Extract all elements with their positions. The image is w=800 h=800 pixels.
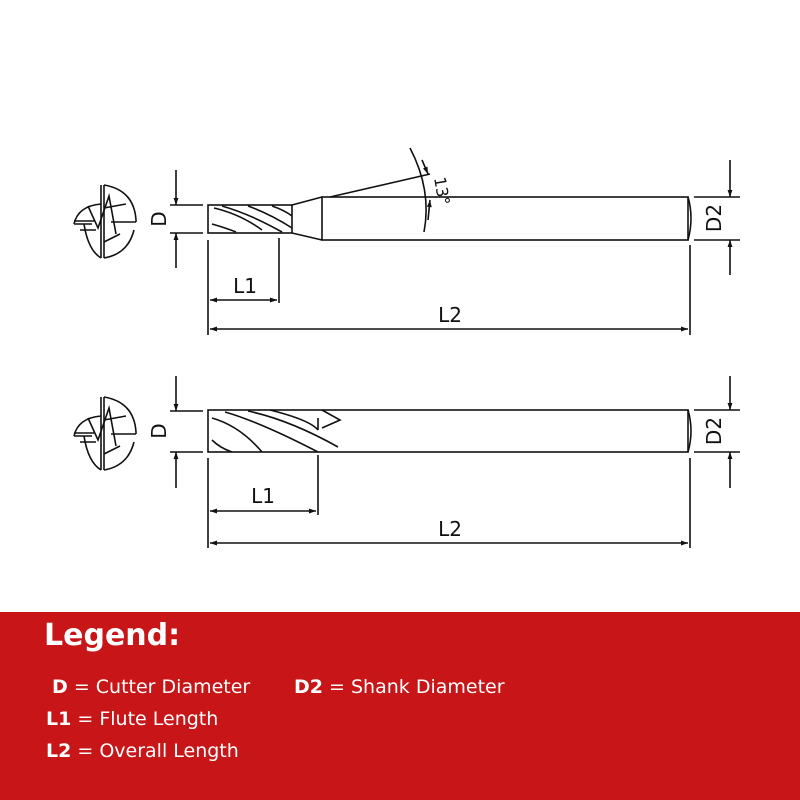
tool-1-label-l2: L2 — [438, 303, 462, 327]
tool-1-label-d: D — [147, 211, 171, 226]
legend-symbol: L1 — [46, 708, 72, 730]
legend-symbol: D2 — [294, 676, 323, 698]
legend-item-d: D = Cutter Diameter — [52, 676, 250, 698]
tool-2-label-l1: L1 — [251, 484, 275, 508]
legend-eq: = — [71, 708, 100, 730]
tool-1-label-l1: L1 — [233, 274, 257, 298]
legend-meaning: Cutter Diameter — [95, 676, 251, 698]
legend-meaning: Flute Length — [99, 708, 219, 730]
legend-panel: Legend: D = Cutter Diameter D2 = Shank D… — [0, 612, 800, 800]
tool-2-label-d: D — [147, 423, 171, 438]
tool-2-label-d2: D2 — [702, 417, 726, 445]
legend-eq: = — [323, 676, 351, 698]
end-view-icon — [73, 396, 137, 471]
tool-2-drawing — [73, 376, 740, 548]
legend-meaning: Overall Length — [99, 740, 239, 762]
legend-title: Legend: — [44, 618, 181, 653]
legend-eq: = — [67, 676, 96, 698]
end-mill-technical-drawing: D D2 L1 L2 13° — [73, 147, 740, 548]
legend-symbol: D — [52, 676, 68, 698]
tool-1-drawing — [73, 147, 740, 335]
tool-2-label-l2: L2 — [438, 517, 462, 541]
legend-item-l2: L2 = Overall Length — [46, 740, 239, 762]
legend-item-l1: L1 = Flute Length — [46, 708, 218, 730]
end-view-icon — [73, 184, 137, 259]
legend-item-d2: D2 = Shank Diameter — [294, 676, 505, 698]
legend-symbol: L2 — [46, 740, 72, 762]
tool-1-label-angle: 13° — [430, 175, 454, 206]
legend-meaning: Shank Diameter — [351, 676, 505, 698]
legend-eq: = — [71, 740, 100, 762]
tool-1-label-d2: D2 — [702, 204, 726, 232]
